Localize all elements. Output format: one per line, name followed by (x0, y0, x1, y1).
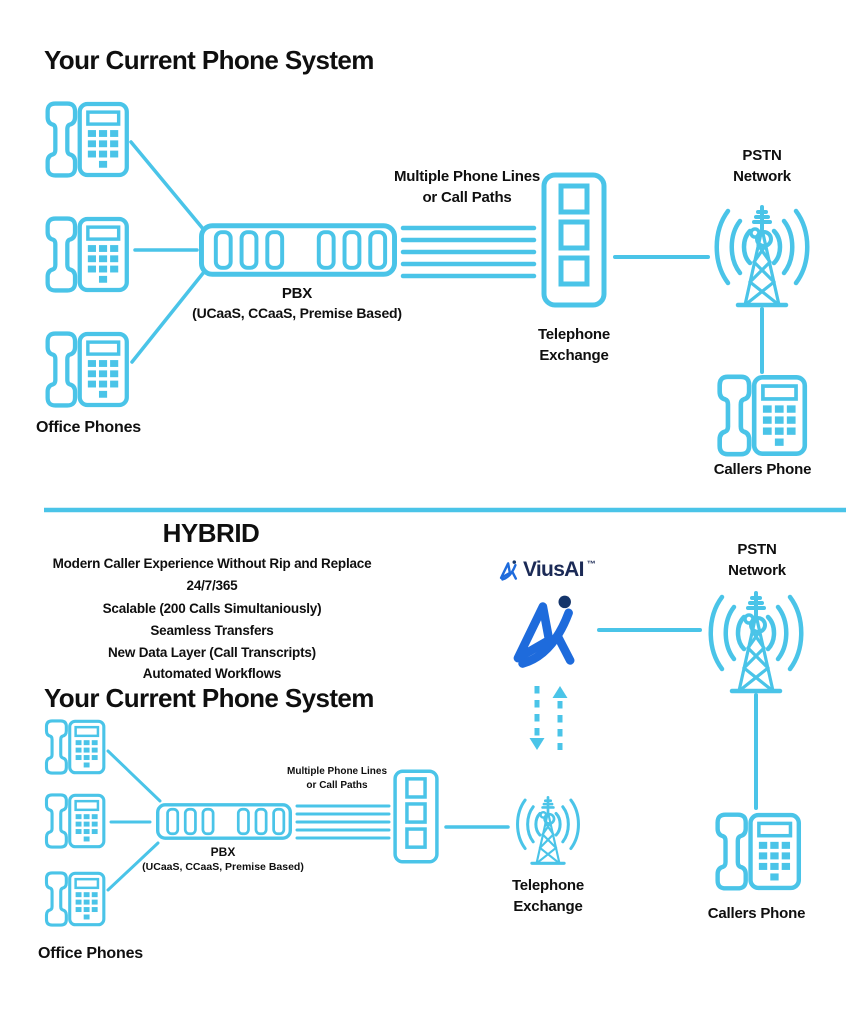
pstn-network-label: PSTN (737, 541, 777, 558)
telephone-exchange-label: Telephone (511, 877, 585, 894)
feature-item: Automated Workflows (142, 666, 282, 681)
dashed-arrow-up-icon (552, 686, 568, 750)
pbx-label: PBX (210, 845, 236, 859)
phone-to-pbx-connectors (106, 749, 162, 892)
callers-phone-label: Callers Phone (713, 461, 812, 478)
telephone-exchange-label: Exchange (513, 898, 583, 915)
phone-to-pbx-connectors (129, 140, 206, 364)
pbx-icon (156, 803, 292, 840)
feature-item: New Data Layer (Call Transcripts) (108, 645, 316, 660)
pbx-label: PBX (281, 285, 313, 302)
callers-phone-icon (718, 815, 799, 889)
page-title: Your Current Phone System (44, 683, 374, 713)
office-phone-icon (44, 871, 106, 927)
viusai-logo-icon (518, 596, 571, 664)
phone-lines-label: Multiple Phone Lines (287, 766, 388, 777)
telephone-exchange-tower-icon (516, 796, 580, 865)
pstn-network-label: PSTN (742, 147, 782, 164)
feature-item: Modern Caller Experience Without Rip and… (52, 556, 372, 571)
brand-trademark: ™ (586, 559, 596, 569)
callers-phone-label: Callers Phone (707, 905, 806, 922)
pbx-icon (201, 226, 394, 275)
telephone-exchange-icon (393, 769, 439, 864)
office-phones-label: Office Phones (38, 945, 143, 962)
feature-item: 24/7/365 (186, 578, 238, 593)
dashed-arrow-down-icon (529, 686, 545, 750)
office-phone-icon (44, 719, 106, 775)
brand-name: ViusAI (523, 558, 584, 581)
feature-item: Seamless Transfers (150, 623, 274, 638)
telephone-exchange-icon (544, 175, 604, 305)
office-phone-icon (48, 334, 127, 406)
pstn-network-label: Network (728, 562, 786, 579)
feature-item: Scalable (200 Calls Simultaniously) (102, 601, 322, 616)
office-phone-icon (48, 219, 127, 291)
phone-lines-label: or Call Paths (422, 189, 512, 206)
phone-lines-label: or Call Paths (306, 780, 368, 791)
pbx-sublabel: (UCaaS, CCaaS, Premise Based) (192, 305, 402, 321)
pstn-network-label: Network (733, 168, 791, 185)
phone-lines-icon (400, 225, 537, 279)
pstn-tower-icon (711, 593, 802, 691)
telephone-exchange-label: Exchange (539, 347, 609, 364)
brand-logo-small-icon (498, 559, 520, 581)
phone-lines-icon (295, 804, 391, 840)
telephone-exchange-label: Telephone (537, 326, 611, 343)
office-phone-icon (48, 104, 127, 176)
office-phones-label: Office Phones (36, 419, 141, 436)
brand-wordmark: ViusAI ™ (498, 558, 596, 582)
callers-phone-icon (720, 377, 805, 454)
hybrid-title: HYBRID (162, 518, 260, 548)
page-title: Your Current Phone System (44, 45, 374, 75)
pstn-tower-icon (717, 207, 808, 305)
office-phone-icon (44, 793, 106, 849)
phone-lines-label: Multiple Phone Lines (393, 168, 540, 185)
pbx-sublabel: (UCaaS, CCaaS, Premise Based) (142, 861, 304, 873)
